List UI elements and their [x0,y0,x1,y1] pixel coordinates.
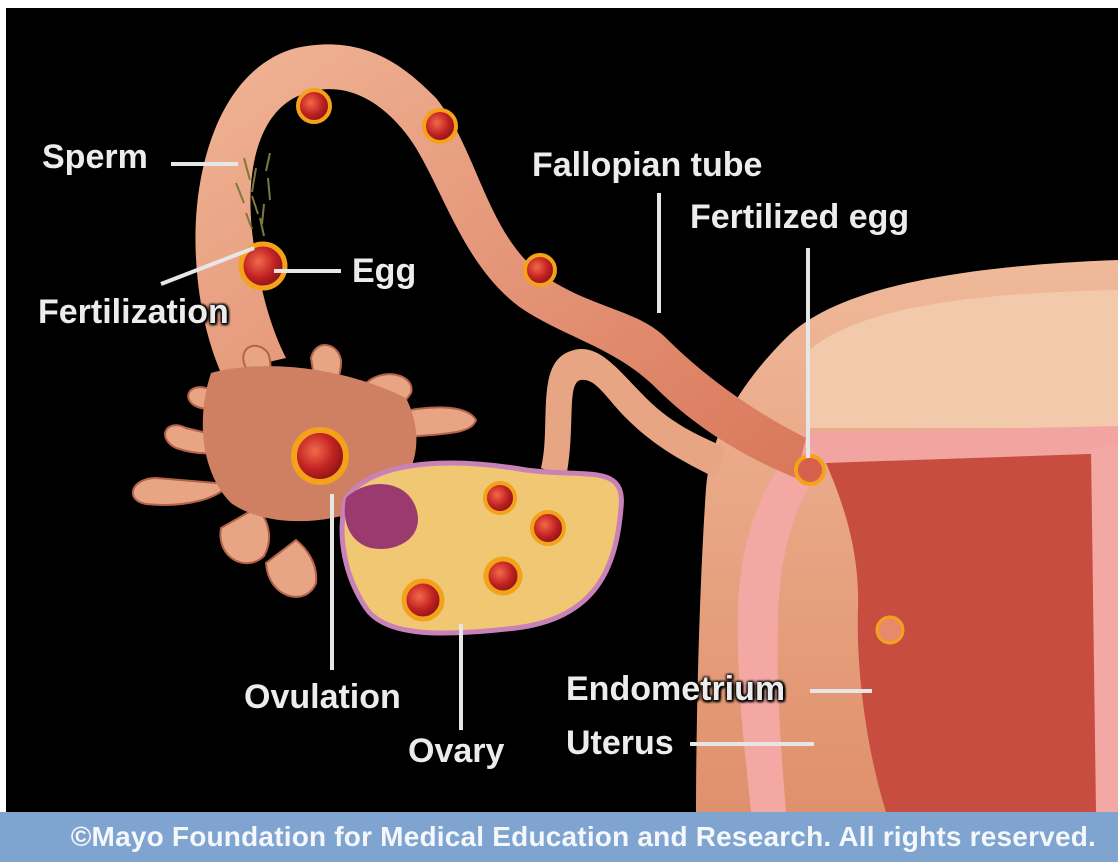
copyright-bar: ©Mayo Foundation for Medical Education a… [0,812,1118,862]
label-fallopian-tube: Fallopian tube [532,148,762,182]
label-egg: Egg [352,254,416,288]
label-uterus: Uterus [566,726,674,760]
copyright-text: ©Mayo Foundation for Medical Education a… [71,821,1096,853]
anatomy-illustration [6,8,1118,812]
label-ovulation: Ovulation [244,680,401,714]
label-fertilized-egg: Fertilized egg [690,200,909,234]
label-fertilization: Fertilization [38,295,229,329]
label-endometrium: Endometrium [566,672,785,706]
label-sperm: Sperm [42,140,148,174]
label-ovary: Ovary [408,734,504,768]
